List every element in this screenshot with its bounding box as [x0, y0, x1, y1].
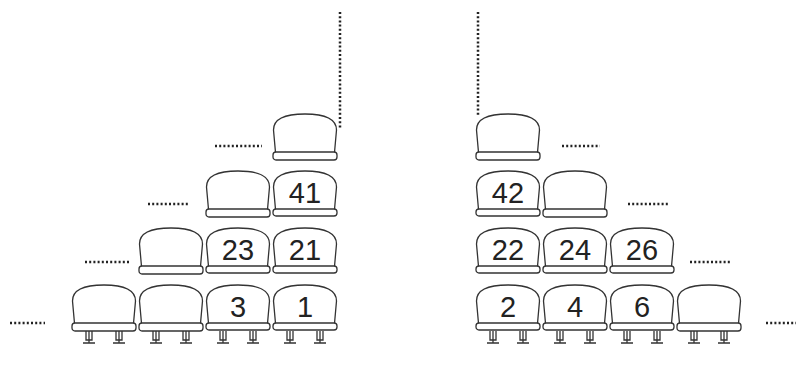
seat-number: 41: [272, 176, 338, 210]
seat-number: 6: [609, 290, 675, 324]
numbered-seat: 22: [475, 226, 541, 274]
seat-number: 23: [205, 233, 271, 267]
empty-chairs: [72, 114, 741, 331]
numbered-seat: 2: [475, 283, 541, 331]
seat-number: 26: [609, 233, 675, 267]
numbered-seat: 24: [542, 226, 608, 274]
seat-number: 4: [542, 290, 608, 324]
numbered-seat: 4: [542, 283, 608, 331]
numbered-seat: 41: [272, 169, 338, 217]
dotted-lines: [10, 12, 796, 323]
seat-number: 3: [205, 290, 271, 324]
seat-number: 22: [475, 233, 541, 267]
seat-number: 21: [272, 233, 338, 267]
chair-legs: [83, 331, 730, 343]
numbered-seat: 1: [272, 283, 338, 331]
seat-number: 2: [475, 290, 541, 324]
seat-number: 1: [272, 290, 338, 324]
numbered-seat: 6: [609, 283, 675, 331]
numbered-seat: 3: [205, 283, 271, 331]
numbered-seat: 42: [475, 169, 541, 217]
seat-number: 24: [542, 233, 608, 267]
numbered-seat: 26: [609, 226, 675, 274]
seat-number: 42: [475, 176, 541, 210]
numbered-seat: 21: [272, 226, 338, 274]
numbered-seat: 23: [205, 226, 271, 274]
